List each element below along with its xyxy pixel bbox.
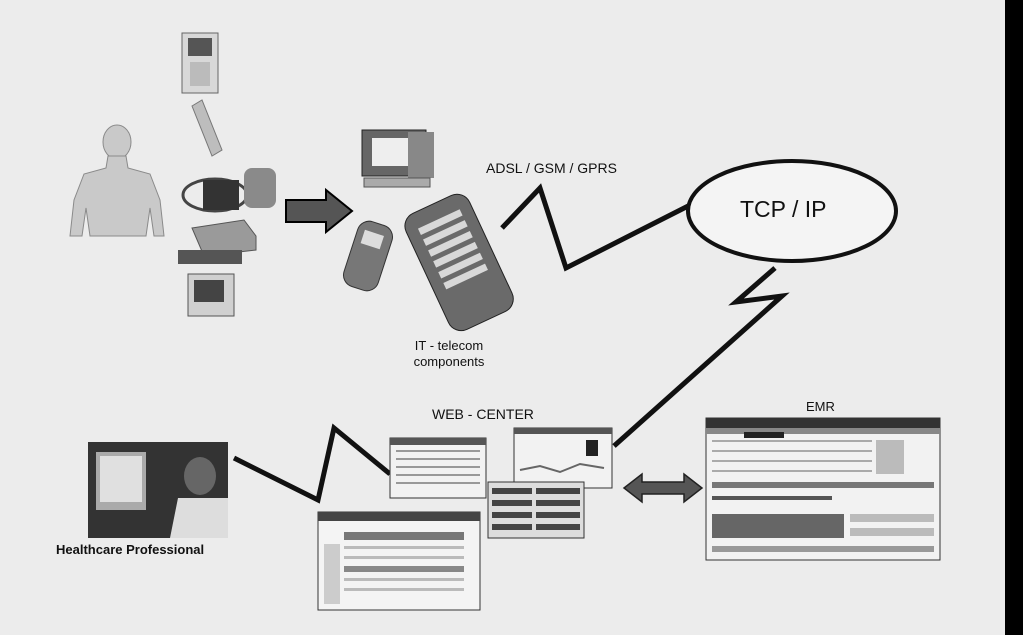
mobile-phone-icon <box>342 220 394 292</box>
desktop-computer-icon <box>361 129 434 188</box>
it-telecom-label: IT - telecom components <box>384 338 514 370</box>
tcp-ip-bubble <box>686 159 898 263</box>
wireless-link-3 <box>232 423 392 504</box>
web-center-screens-icon <box>317 427 613 611</box>
monitor-device-icon <box>181 32 219 94</box>
bidirectional-arrow-icon <box>622 472 704 504</box>
emr-screen-icon <box>705 417 941 561</box>
emr-label: EMR <box>806 399 835 414</box>
patient-figure-icon <box>69 124 165 237</box>
web-center-label: WEB - CENTER <box>432 406 534 422</box>
it-telecom-label-line1: IT - telecom <box>414 338 484 353</box>
healthcare-professional-photo-icon <box>88 442 228 538</box>
tcp-ip-label: TCP / IP <box>740 196 827 222</box>
pda-handheld-icon <box>404 193 514 332</box>
wireless-link-2 <box>612 266 790 448</box>
it-telecom-label-line2: components <box>413 354 485 369</box>
network-label: ADSL / GSM / GPRS <box>486 160 617 176</box>
wireless-link-1 <box>500 183 702 272</box>
healthcare-professional-label: Healthcare Professional <box>56 542 205 557</box>
small-monitor-device-icon <box>187 273 235 317</box>
pen-device-icon <box>191 99 223 157</box>
transfer-arrow-icon <box>285 187 354 235</box>
spirometer-device-icon <box>178 219 257 264</box>
blood-pressure-device-icon <box>181 168 276 213</box>
